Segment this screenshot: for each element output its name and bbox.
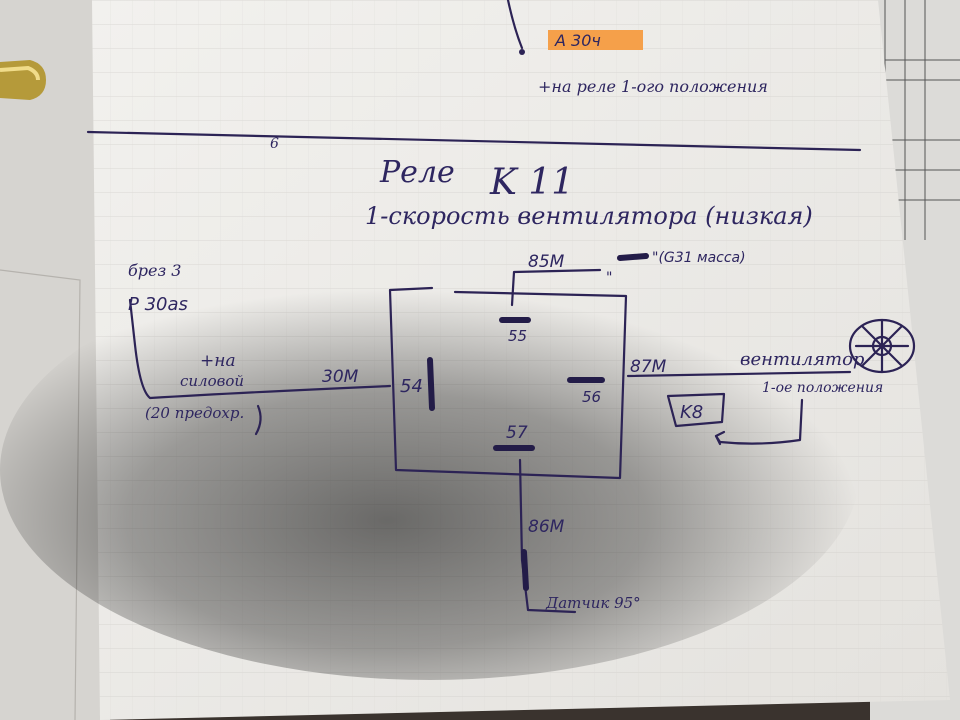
source-bracket (254, 404, 262, 436)
fan-label: вентилятор (740, 349, 865, 370)
relay-title: Реле (379, 155, 455, 190)
fan-sub-label: 1-ое положения (762, 380, 883, 396)
source-line2: P 30as (128, 294, 188, 315)
wire-30 (128, 298, 392, 400)
sensor-label: Датчик 95° (545, 594, 641, 612)
pen-cap (0, 60, 46, 100)
highlight-marker (548, 30, 643, 50)
source-line4: силовой (180, 372, 244, 390)
pin-56-label: 56 (582, 388, 601, 406)
divider-line (86, 130, 862, 152)
top-wire-stub (506, 0, 524, 50)
k8-label: K8 (680, 402, 703, 423)
pin-54-bar (427, 357, 435, 411)
pin-55-label: 55 (508, 327, 527, 345)
wire-85-ground-dash (617, 253, 649, 261)
top-note-line: +на реле 1-ого положения (538, 77, 768, 96)
wire-87-label: 87M (630, 357, 667, 377)
k8-return-wire (714, 398, 804, 445)
k8-box (666, 392, 726, 428)
divider-mark: 6 (270, 136, 279, 152)
wire-85-mark: " (606, 270, 612, 286)
relay-subtitle: 1-скорость вентилятора (низкая) (365, 202, 813, 230)
highlight-text: A 30ч (554, 31, 601, 50)
hand-shadow (0, 260, 860, 680)
pin-54-label: 54 (400, 376, 423, 397)
source-line5: (20 предохр. (145, 404, 244, 422)
pin-57-label: 57 (506, 423, 528, 443)
wire-85-label: 85M (528, 252, 565, 272)
source-line3: +на (200, 351, 236, 371)
wire-30-label: 30M (322, 367, 359, 387)
source-line1: бpeз 3 (128, 261, 181, 280)
top-wire-dot (519, 49, 525, 55)
wire-87 (626, 370, 852, 378)
k8-arrow-icon (714, 430, 726, 446)
relay-box (388, 286, 628, 480)
wire-86-label: 86M (528, 517, 565, 537)
relay-id: K 11 (489, 162, 574, 203)
wire-85-note: "(G31 масса) (652, 250, 746, 266)
wire-86-mark (521, 549, 529, 591)
wire-85 (510, 268, 602, 307)
fan-icon (848, 318, 916, 374)
